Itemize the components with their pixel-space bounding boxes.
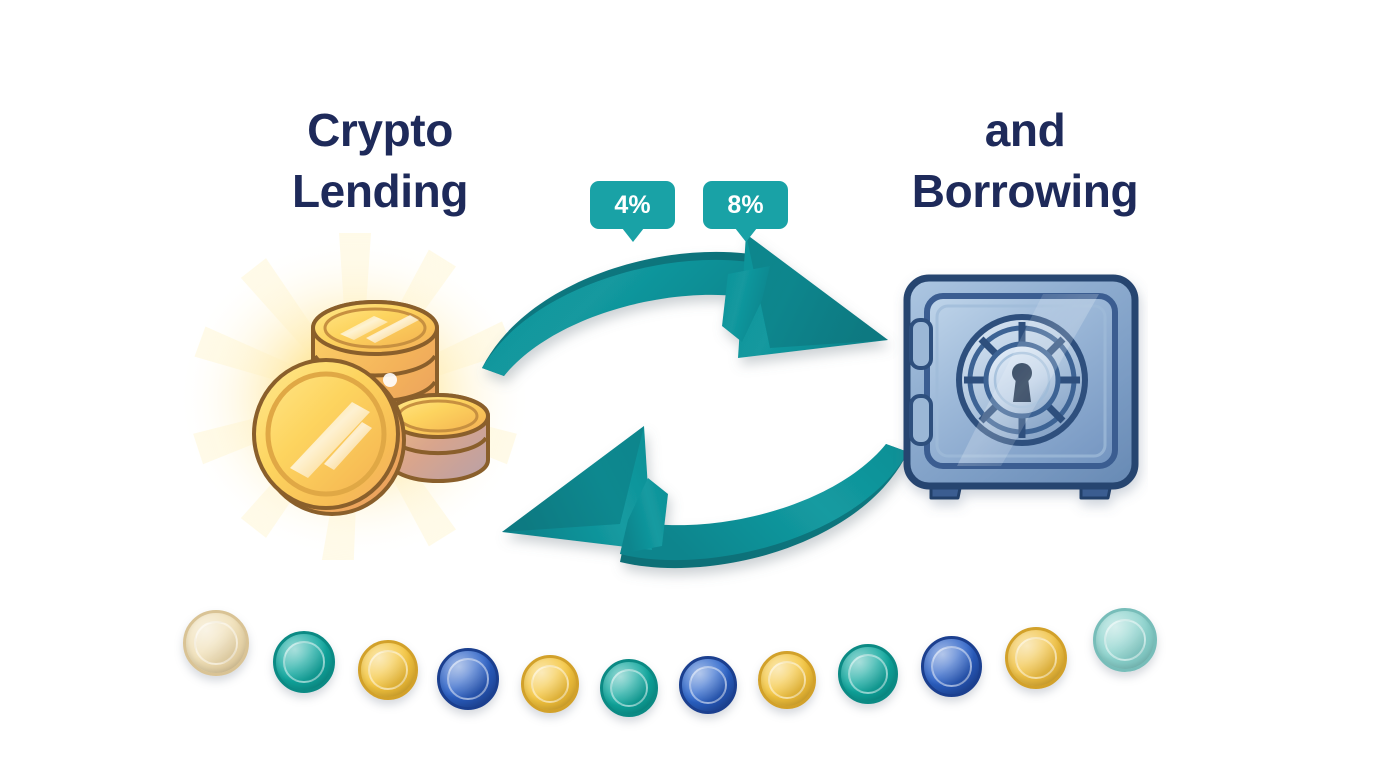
rate-badge-borrowing-tail [734, 228, 757, 242]
coin-inner-ring [1103, 618, 1147, 662]
coin-inner-ring [1015, 637, 1057, 679]
coin-row-item [921, 636, 982, 697]
coin-row-item [273, 631, 335, 693]
lend-arrow-group [482, 234, 888, 376]
coin-inner-ring [609, 668, 649, 708]
heading-and-borrowing: and Borrowing [911, 104, 1139, 217]
coin-row-item [183, 610, 249, 676]
coin-inner-ring [193, 620, 239, 666]
heading-crypto-lending: Crypto Lending [291, 104, 469, 217]
exchange-arrows [482, 234, 908, 569]
coin-row-item [600, 659, 658, 717]
coin-inner-ring [530, 664, 570, 704]
coin-row-item [758, 651, 816, 709]
coin-inner-ring [848, 654, 888, 694]
coin-row-item [679, 656, 737, 714]
coin-row-item [437, 648, 499, 710]
coin-row-item [358, 640, 418, 700]
borrow-arrow-group [502, 426, 908, 569]
coin-row [0, 590, 1376, 730]
coin-inner-ring [283, 641, 325, 683]
coin-row-item [1093, 608, 1157, 672]
coin-row-item [1005, 627, 1067, 689]
gold-coin-stack-icon [252, 300, 490, 516]
coin-inner-ring [931, 646, 972, 687]
coin-inner-ring [767, 660, 807, 700]
coin-inner-ring [368, 650, 408, 690]
rate-badge-lending[interactable]: 4% [590, 181, 675, 242]
rate-badge-lending-tail [621, 228, 644, 242]
coin-row-item [521, 655, 579, 713]
coin-inner-ring [447, 658, 489, 700]
rate-badge-borrowing-label: 8% [727, 190, 764, 219]
rate-badge-borrowing[interactable]: 8% [703, 181, 788, 242]
coin-row-item [838, 644, 898, 704]
safe-vault-icon [903, 274, 1139, 500]
coin-inner-ring [688, 665, 728, 705]
rate-badge-lending-label: 4% [614, 190, 651, 219]
